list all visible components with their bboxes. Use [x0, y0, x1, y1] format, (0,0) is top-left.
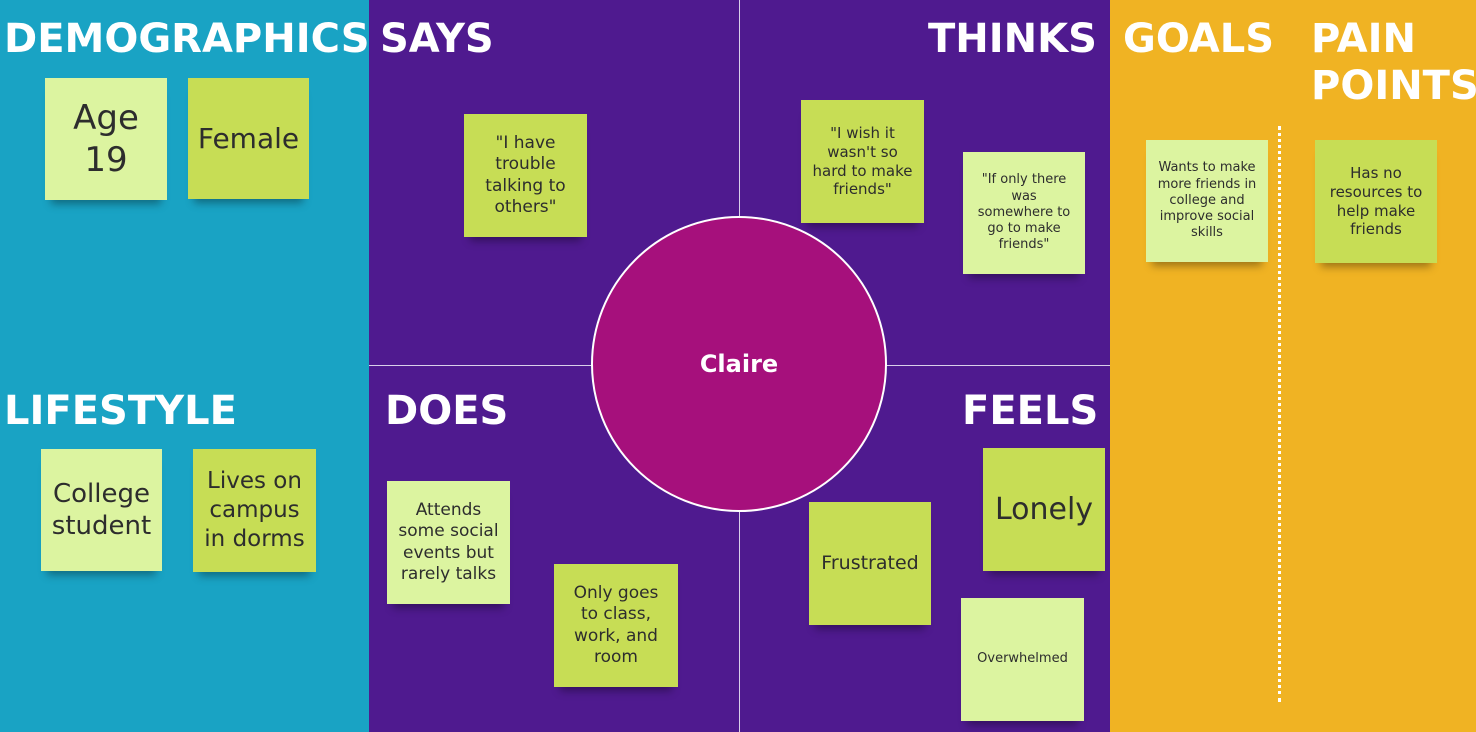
sticky-note-gender[interactable]: Female — [188, 78, 309, 199]
sticky-note-says[interactable]: "I have trouble talking to others" — [464, 114, 587, 237]
demographics-heading: DEMOGRAPHICS — [4, 16, 370, 62]
does-heading: DOES — [385, 388, 509, 434]
sticky-note-thinks-1[interactable]: "I wish it wasn't so hard to make friend… — [801, 100, 924, 223]
sticky-note-thinks-2[interactable]: "If only there was somewhere to go to ma… — [963, 152, 1085, 274]
sticky-note-feels-overwhelmed[interactable]: Overwhelmed — [961, 598, 1084, 721]
persona-name: Claire — [699, 350, 779, 378]
sticky-note-feels-frustrated[interactable]: Frustrated — [809, 502, 931, 625]
lifestyle-heading: LIFESTYLE — [4, 388, 237, 434]
goals-heading: GOALS — [1123, 16, 1275, 62]
sticky-note-age[interactable]: Age 19 — [45, 78, 167, 200]
thinks-heading: THINKS — [928, 16, 1097, 62]
empathy-map-panel: SAYS "I have trouble talking to others" … — [369, 0, 1110, 732]
says-heading: SAYS — [380, 16, 494, 62]
sticky-note-does-2[interactable]: Only goes to class, work, and room — [554, 564, 678, 687]
persona-circle[interactable]: Claire — [591, 216, 887, 512]
goals-panel: GOALS PAIN POINTS Wants to make more fri… — [1110, 0, 1476, 732]
goals-divider — [1278, 126, 1281, 702]
sticky-note-residence[interactable]: Lives on campus in dorms — [193, 449, 316, 572]
pain-points-heading: PAIN POINTS — [1311, 16, 1476, 109]
demographics-panel: DEMOGRAPHICS Age 19 Female LIFESTYLE Col… — [0, 0, 370, 732]
sticky-note-pain-point[interactable]: Has no resources to help make friends — [1315, 140, 1437, 263]
sticky-note-does-1[interactable]: Attends some social events but rarely ta… — [387, 481, 510, 604]
sticky-note-occupation[interactable]: College student — [41, 449, 162, 571]
sticky-note-goal[interactable]: Wants to make more friends in college an… — [1146, 140, 1268, 262]
feels-heading: FEELS — [962, 388, 1099, 434]
sticky-note-feels-lonely[interactable]: Lonely — [983, 448, 1105, 571]
